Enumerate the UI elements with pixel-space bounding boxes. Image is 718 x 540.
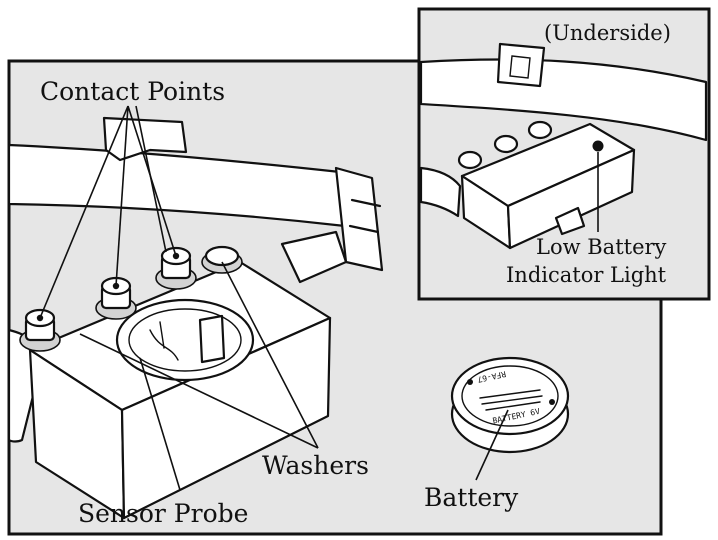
low-battery-indicator-light <box>592 140 604 152</box>
label-washers: Washers <box>262 451 369 480</box>
inset-strap-lower <box>419 166 462 218</box>
leader-lines <box>39 105 599 491</box>
battery-drawing: BATTERY 6V RFA-67 <box>450 356 570 454</box>
inset-box-side <box>506 148 636 250</box>
sensor-probe-element <box>198 314 226 364</box>
strap-end <box>280 230 348 284</box>
sensor-probe-wire <box>149 321 179 361</box>
label-low-battery-line1: Low Battery <box>536 235 667 259</box>
inset-latch <box>554 206 586 236</box>
sensor-probe-ring-outer <box>115 298 255 382</box>
label-contact-points: Contact Points <box>40 77 225 106</box>
contact-point-1 <box>19 308 61 352</box>
inset-keeper-slot <box>509 55 531 79</box>
label-sensor-probe: Sensor Probe <box>78 499 248 528</box>
buckle-tongue <box>348 198 382 234</box>
contact-point-3 <box>155 246 197 290</box>
sensor-probe-ring-inner <box>128 308 242 372</box>
label-battery: Battery <box>424 483 519 512</box>
inset-contact-points <box>457 120 553 170</box>
label-low-battery-line2: Indicator Light <box>506 263 667 287</box>
inset-keeper <box>496 42 546 88</box>
washer-4 <box>201 245 243 274</box>
collar-buckle <box>334 166 384 272</box>
label-underside: (Underside) <box>544 21 671 45</box>
